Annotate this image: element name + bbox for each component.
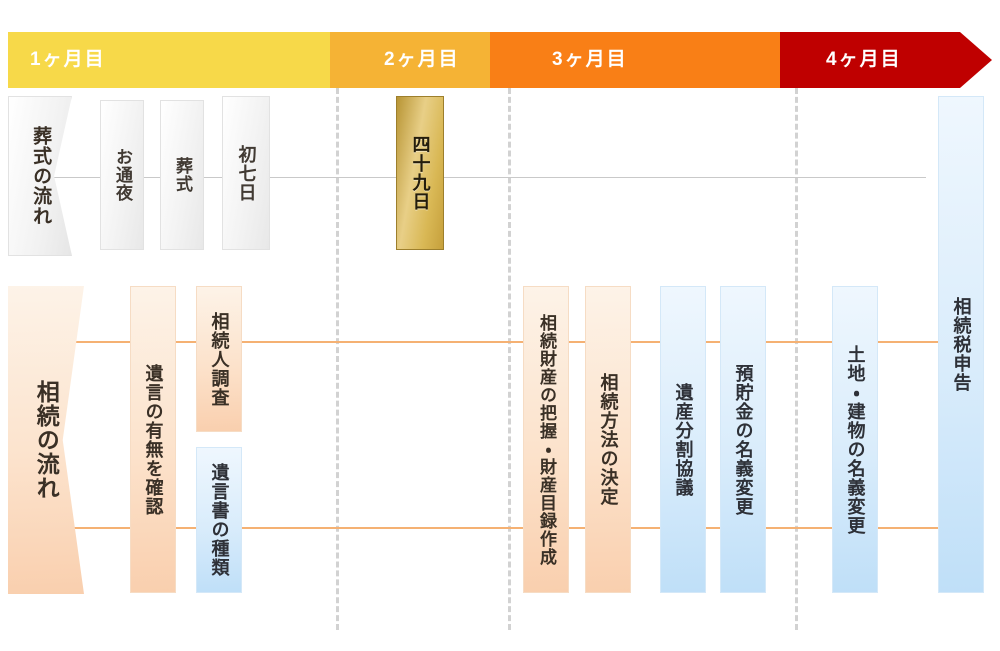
- inheritance-step-yuigonsho-shurui[interactable]: 遺言書の種類: [196, 447, 242, 593]
- inheritance-step-yochokin-meigi[interactable]: 預貯金の名義変更: [720, 286, 766, 593]
- funeral-track-tag: 葬式の流れ: [8, 96, 72, 256]
- phase-chevron-1: [8, 32, 372, 88]
- month-divider-1: [336, 88, 339, 630]
- phase-chevron-2: [330, 32, 532, 88]
- funeral-step-otsuya[interactable]: お通夜: [100, 100, 144, 250]
- inheritance-step-fudousan-meigi[interactable]: 土地・建物の名義変更: [832, 286, 878, 593]
- funeral-step-soushiki[interactable]: 葬式: [160, 100, 204, 250]
- inheritance-rail-upper: [46, 341, 946, 343]
- month-divider-3: [795, 88, 798, 630]
- funeral-connector-rail: [46, 177, 926, 178]
- funeral-step-shijukunichi[interactable]: 四十九日: [396, 96, 444, 250]
- phase-chevron-4: [780, 32, 992, 88]
- inheritance-step-houhou-kettei[interactable]: 相続方法の決定: [585, 286, 631, 593]
- inheritance-step-bunkatsu-kyougi[interactable]: 遺産分割協議: [660, 286, 706, 593]
- inheritance-step-souzokuzei-shinkoku[interactable]: 相続税申告: [938, 96, 984, 593]
- month-divider-2: [508, 88, 511, 630]
- phase-chevron-3: [490, 32, 822, 88]
- inheritance-rail-lower: [46, 527, 946, 529]
- phase-label-3: 3ヶ月目: [552, 49, 628, 70]
- inheritance-step-yuigon-umu[interactable]: 遺言の有無を確認: [130, 286, 176, 593]
- phase-label-1: 1ヶ月目: [30, 49, 106, 70]
- inheritance-step-souzokunin-chousa[interactable]: 相続人調査: [196, 286, 242, 432]
- inheritance-track-tag: 相続の流れ: [8, 286, 84, 594]
- inheritance-step-zaisan-haaku[interactable]: 相続財産の把握・財産目録作成: [523, 286, 569, 593]
- funeral-step-shonanoka[interactable]: 初七日: [222, 96, 270, 250]
- phase-label-2: 2ヶ月目: [384, 49, 460, 70]
- phase-label-4: 4ヶ月目: [826, 49, 902, 70]
